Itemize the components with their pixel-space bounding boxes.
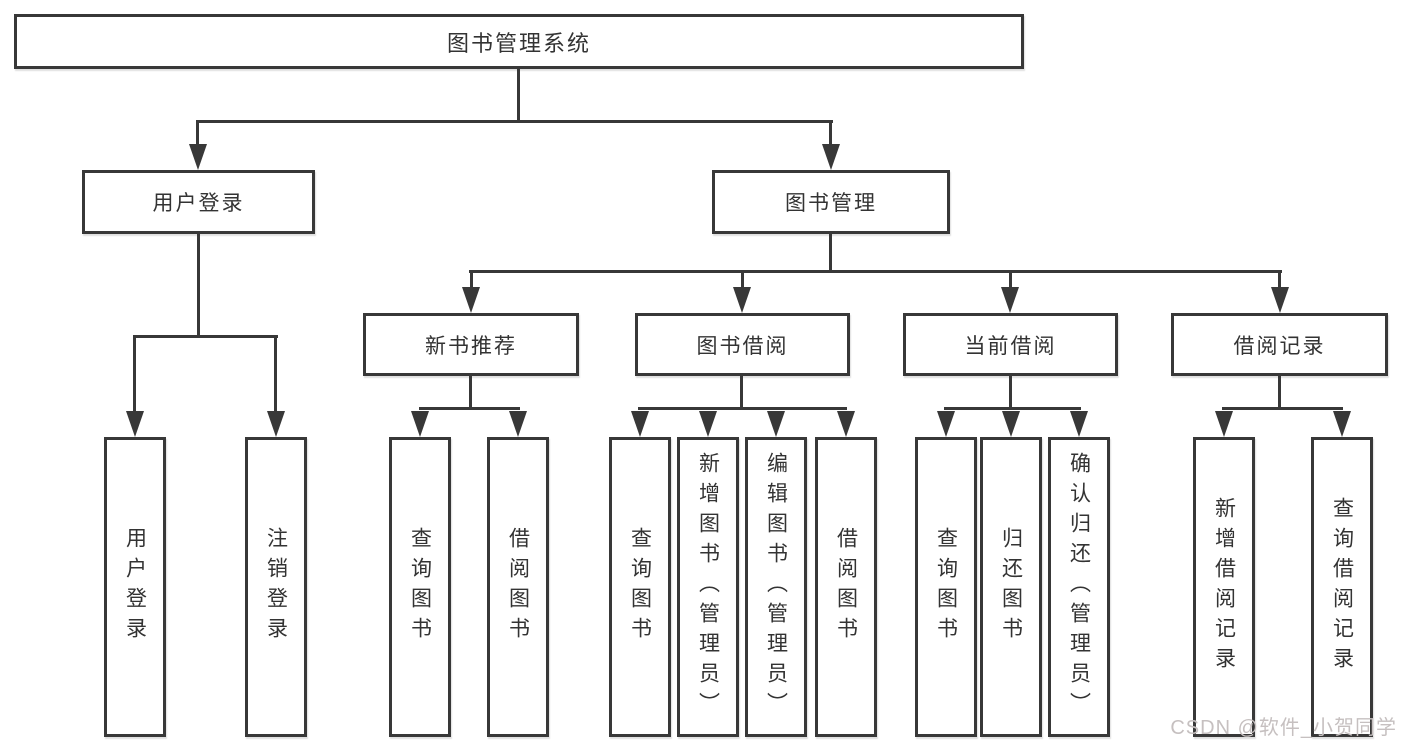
arrowhead-to-login-icon: [189, 144, 207, 170]
connector-manage-drop-3: [1009, 270, 1012, 289]
connector-login-drop-2: [274, 335, 277, 413]
connector-recommend-hline: [419, 407, 520, 410]
leaf-current-query-books-label: 查询图书: [934, 527, 958, 647]
leaf-user-login-label: 用户登录: [123, 527, 147, 647]
arrowhead-recommend-child-1-icon: [411, 411, 429, 437]
connector-records-stem: [1278, 376, 1281, 410]
arrowhead-borrow-child-2-icon: [699, 411, 717, 437]
leaf-current-query-books: 查询图书: [915, 437, 977, 737]
leaf-records-add-record-label: 新增借阅记录: [1212, 497, 1236, 677]
group-borrow-label: 图书借阅: [696, 334, 789, 358]
leaf-user-login: 用户登录: [104, 437, 166, 737]
leaf-borrow-edit-books-admin-label: 编辑图书（管理员）: [764, 452, 788, 722]
leaf-recommend-query-books-label: 查询图书: [408, 527, 432, 647]
arrowhead-to-leaf-logout-icon: [267, 411, 285, 437]
leaf-borrow-query-books-label: 查询图书: [628, 527, 652, 647]
node-group-new-book-recommend: 新书推荐: [363, 313, 579, 376]
leaf-logout: 注销登录: [245, 437, 307, 737]
leaf-borrow-edit-books-admin: 编辑图书（管理员）: [745, 437, 807, 737]
arrowhead-to-records-icon: [1271, 287, 1289, 313]
arrowhead-borrow-child-1-icon: [631, 411, 649, 437]
connector-login-hline: [133, 335, 278, 338]
connector-root-stem: [517, 69, 520, 123]
arrowhead-records-child-1-icon: [1215, 411, 1233, 437]
arrowhead-current-child-1-icon: [937, 411, 955, 437]
leaf-borrow-add-books-admin: 新增图书（管理员）: [677, 437, 739, 737]
leaf-records-query-record: 查询借阅记录: [1311, 437, 1373, 737]
arrowhead-current-child-3-icon: [1070, 411, 1088, 437]
group-recommend-label: 新书推荐: [425, 334, 517, 358]
connector-manage-drop-1: [470, 270, 473, 289]
node-root: 图书管理系统: [14, 14, 1024, 69]
group-current-label: 当前借阅: [964, 334, 1057, 358]
arrowhead-to-manage-icon: [822, 144, 840, 170]
leaf-recommend-borrow-books: 借阅图书: [487, 437, 549, 737]
leaf-logout-label: 注销登录: [264, 527, 288, 647]
node-group-book-borrow: 图书借阅: [635, 313, 850, 376]
leaf-current-confirm-return-admin-label: 确认归还（管理员）: [1067, 452, 1091, 722]
leaf-borrow-borrow-books: 借阅图书: [815, 437, 877, 737]
node-book-management-label: 图书管理: [785, 192, 877, 215]
leaf-borrow-query-books: 查询图书: [609, 437, 671, 737]
connector-manage-stem: [829, 234, 832, 273]
node-book-management: 图书管理: [712, 170, 950, 234]
connector-login-drop-1: [133, 335, 136, 413]
leaf-borrow-borrow-books-label: 借阅图书: [834, 527, 858, 647]
connector-borrow-hline: [638, 407, 847, 410]
leaf-current-return-books: 归还图书: [980, 437, 1042, 737]
connector-login-stem: [197, 234, 200, 338]
connector-root-hline: [197, 120, 833, 123]
leaf-recommend-query-books: 查询图书: [389, 437, 451, 737]
leaf-borrow-add-books-admin-label: 新增图书（管理员）: [696, 452, 720, 722]
group-records-label: 借阅记录: [1233, 334, 1326, 358]
connector-recommend-stem: [469, 376, 472, 410]
node-user-login-label: 用户登录: [152, 192, 245, 215]
arrowhead-recommend-child-2-icon: [509, 411, 527, 437]
connector-current-hline: [944, 407, 1081, 410]
arrowhead-to-current-icon: [1001, 287, 1019, 313]
connector-borrow-stem: [740, 376, 743, 410]
leaf-recommend-borrow-books-label: 借阅图书: [506, 527, 530, 647]
arrowhead-to-recommend-icon: [462, 287, 480, 313]
arrowhead-borrow-child-3-icon: [767, 411, 785, 437]
csdn-watermark: CSDN @软件_小贺同学: [1170, 717, 1397, 739]
arrowhead-borrow-child-4-icon: [837, 411, 855, 437]
node-user-login: 用户登录: [82, 170, 315, 234]
leaf-records-query-record-label: 查询借阅记录: [1330, 497, 1354, 677]
connector-records-hline: [1222, 407, 1343, 410]
connector-manage-drop-2: [741, 270, 744, 289]
leaf-current-return-books-label: 归还图书: [999, 527, 1023, 647]
arrowhead-records-child-2-icon: [1333, 411, 1351, 437]
arrowhead-current-child-2-icon: [1002, 411, 1020, 437]
leaf-records-add-record: 新增借阅记录: [1193, 437, 1255, 737]
arrowhead-to-borrow-icon: [733, 287, 751, 313]
connector-current-stem: [1009, 376, 1012, 410]
node-root-label: 图书管理系统: [446, 30, 591, 56]
node-group-borrow-records: 借阅记录: [1171, 313, 1388, 376]
connector-manage-drop-4: [1278, 270, 1281, 289]
arrowhead-to-leaf-user-login-icon: [126, 411, 144, 437]
connector-root-drop-login: [196, 120, 199, 146]
leaf-current-confirm-return-admin: 确认归还（管理员）: [1048, 437, 1110, 737]
node-group-current-borrow: 当前借阅: [903, 313, 1118, 376]
connector-root-drop-manage: [829, 120, 832, 146]
connector-manage-hline: [469, 270, 1282, 273]
